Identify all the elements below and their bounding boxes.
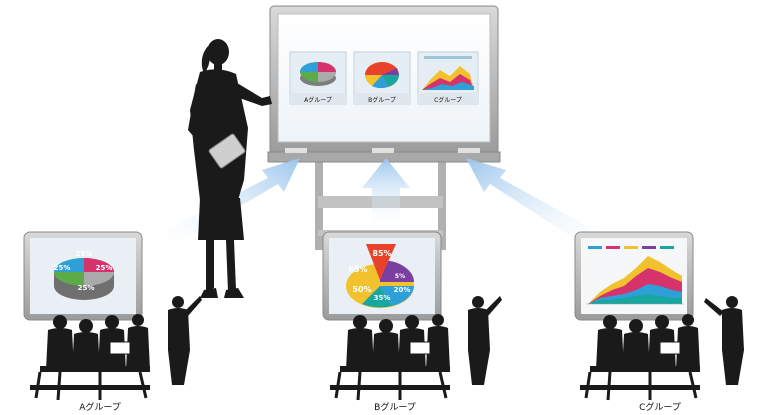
- group-c: [574, 231, 744, 401]
- group-a: 25% 25% 25% 25%: [23, 231, 202, 401]
- board-tile-b-label: Bグループ: [368, 97, 396, 104]
- pie-b-label-1: 85%: [372, 249, 391, 258]
- board-port-right: [458, 148, 480, 153]
- pie-b-label-5: 20%: [394, 286, 411, 294]
- pie-a-label-3: 25%: [96, 264, 113, 272]
- group-b-caption: Bグループ: [374, 403, 416, 413]
- board-port-left: [285, 148, 307, 153]
- board-tile-c-label: Cグループ: [434, 97, 462, 104]
- group-b-laptop: [409, 341, 431, 355]
- area-chart-legend: [588, 246, 674, 249]
- group-a-people: [30, 296, 202, 401]
- pie-a-label-2: 25%: [54, 264, 71, 272]
- pie-slice-b-purple: [380, 260, 414, 282]
- presenter-silhouette: [188, 39, 272, 298]
- board-tile-b: [353, 51, 411, 105]
- pie-a-label-1: 25%: [76, 250, 93, 258]
- pie-b-label-6: 35%: [374, 294, 391, 302]
- arrow-b-to-board: [362, 158, 410, 232]
- pie-b-label-4: 50%: [352, 285, 371, 294]
- group-a-laptop: [109, 341, 131, 355]
- group-a-caption: Aグループ: [79, 403, 121, 413]
- board-tile-c: [417, 51, 479, 105]
- main-board: [267, 5, 501, 250]
- board-tile-a-label: Aグループ: [304, 97, 332, 104]
- pie-slice-b-blue: [380, 286, 414, 306]
- tablet-icon: [208, 133, 246, 169]
- pie-a-label-4: 25%: [78, 284, 95, 292]
- pie-slice-a-blue: [54, 258, 84, 272]
- pie-slice-b-red: [366, 244, 396, 280]
- pie-b-label-3: 5%: [395, 273, 405, 280]
- arrow-c-to-board: [466, 158, 612, 254]
- area-chart: [586, 256, 684, 305]
- pie-slice-b-teal: [362, 286, 392, 308]
- group-c-laptop: [659, 341, 681, 355]
- board-port-middle: [372, 148, 394, 153]
- group-c-caption: Cグループ: [639, 403, 681, 413]
- pie-slice-a-pink: [84, 258, 114, 272]
- board-tile-a: [289, 51, 347, 105]
- group-b: 85% 65% 5% 50% 20% 35%: [322, 231, 502, 401]
- pie-slice-a-gray: [84, 272, 114, 286]
- pie-b-label-2: 65%: [348, 265, 367, 274]
